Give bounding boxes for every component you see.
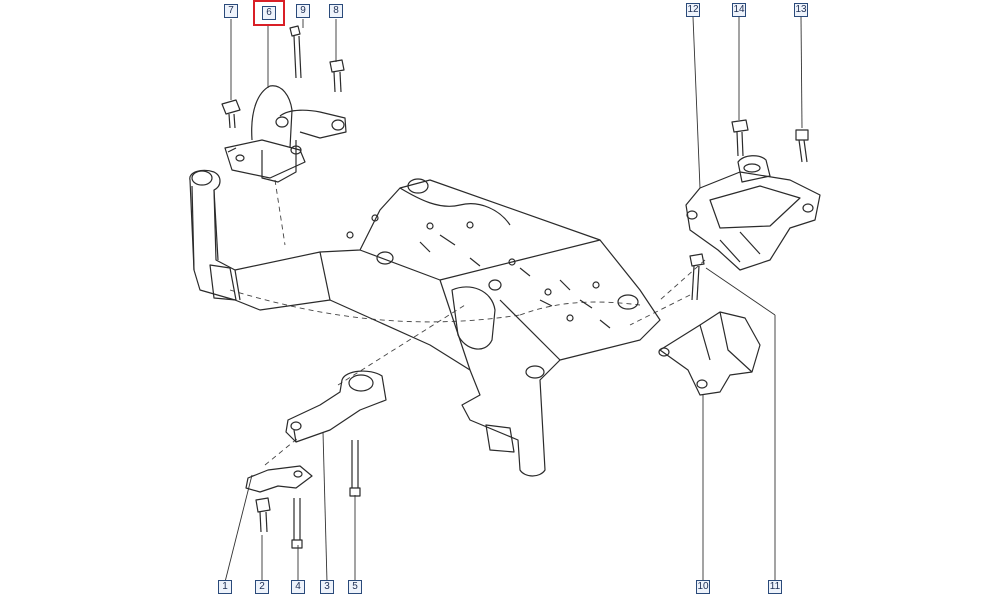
callout-7[interactable]: 7 xyxy=(224,4,238,18)
callout-1[interactable]: 1 xyxy=(218,580,232,594)
bolt-13 xyxy=(795,129,809,163)
callout-3[interactable]: 3 xyxy=(320,580,334,594)
callout-6-selected[interactable]: 6 xyxy=(253,0,285,26)
leader-lines xyxy=(224,16,803,583)
callout-13[interactable]: 13 xyxy=(794,3,808,17)
callout-label: 1 xyxy=(222,581,228,592)
callout-2[interactable]: 2 xyxy=(255,580,269,594)
bolt-11 xyxy=(689,253,705,301)
callout-label: 8 xyxy=(333,5,339,16)
bolt-9 xyxy=(289,25,302,79)
callout-5[interactable]: 5 xyxy=(348,580,362,594)
callout-label: 9 xyxy=(300,5,306,16)
gearbox-support-bracket xyxy=(658,311,761,396)
bolt-4 xyxy=(291,498,303,549)
callout-label: 3 xyxy=(324,581,330,592)
gearbox-mount-upper-right xyxy=(685,155,821,271)
dashed-mount-lines xyxy=(229,179,706,466)
callout-14[interactable]: 14 xyxy=(732,3,746,17)
callout-9[interactable]: 9 xyxy=(296,4,310,18)
callout-label: 12 xyxy=(687,4,699,15)
callout-label: 2 xyxy=(259,581,265,592)
callout-label: 10 xyxy=(697,581,709,592)
callout-10[interactable]: 10 xyxy=(696,580,710,594)
callout-label: 5 xyxy=(352,581,358,592)
bolt-8 xyxy=(329,59,345,93)
callout-12[interactable]: 12 xyxy=(686,3,700,17)
callout-label: 11 xyxy=(769,581,781,592)
callout-label: 13 xyxy=(795,4,807,15)
callout-4[interactable]: 4 xyxy=(291,580,305,594)
callout-label: 7 xyxy=(228,5,234,16)
front-subframe xyxy=(189,169,661,477)
bolt-14 xyxy=(731,119,749,157)
callout-label: 6 xyxy=(262,6,276,20)
engine-mount-upper-left xyxy=(224,85,347,183)
lower-torque-rod xyxy=(285,370,387,443)
bolt-7 xyxy=(221,99,241,129)
callout-label: 4 xyxy=(295,581,301,592)
bolt-2 xyxy=(255,497,271,533)
callout-11[interactable]: 11 xyxy=(768,580,782,594)
callout-8[interactable]: 8 xyxy=(329,4,343,18)
callout-label: 14 xyxy=(733,4,745,15)
bolt-5 xyxy=(349,440,361,497)
bracket-1 xyxy=(245,465,313,493)
